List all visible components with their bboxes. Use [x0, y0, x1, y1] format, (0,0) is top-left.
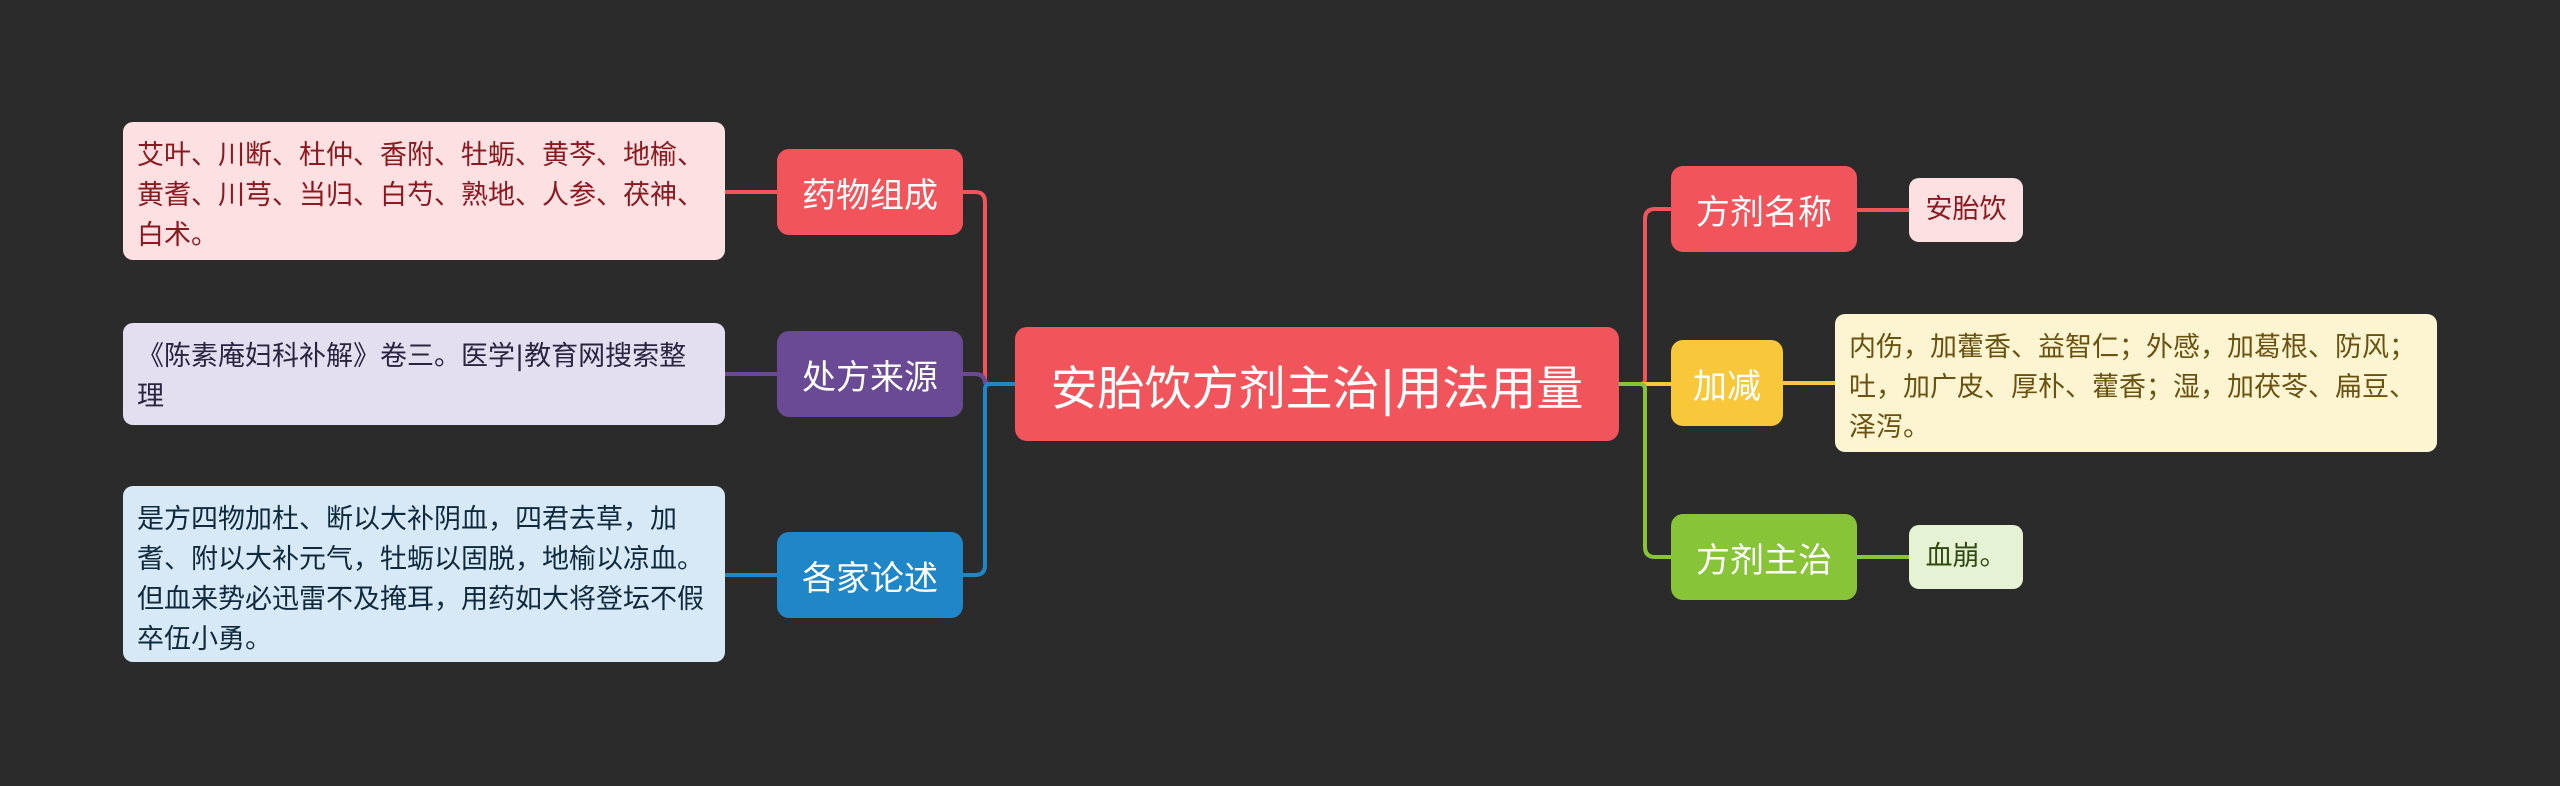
connector-root-yaowu	[963, 190, 1015, 386]
branch-modifications[interactable]: 加减	[1671, 340, 1783, 426]
branch-prescription-source[interactable]: 处方来源	[777, 331, 963, 417]
connector-root-mingcheng	[1619, 207, 1671, 386]
leaf-prescription-name[interactable]: 安胎饮	[1909, 178, 2023, 242]
branch-prescription-name[interactable]: 方剂名称	[1671, 166, 1857, 252]
branch-commentaries[interactable]: 各家论述	[777, 532, 963, 618]
leaf-prescription-source[interactable]: 《陈素庵妇科补解》卷三。医学|教育网搜索整理	[123, 323, 725, 425]
leaf-modifications[interactable]: 内伤，加藿香、益智仁；外感，加葛根、防风；吐，加广皮、厚朴、藿香；湿，加茯苓、扁…	[1835, 314, 2437, 452]
connector-root-zhuzhi	[1619, 382, 1671, 559]
branch-drug-composition[interactable]: 药物组成	[777, 149, 963, 235]
leaf-commentaries[interactable]: 是方四物加杜、断以大补阴血，四君去草，加耆、附以大补元气，牡蛎以固脱，地榆以凉血…	[123, 486, 725, 662]
connector-root-gejia	[963, 382, 1015, 577]
root-topic[interactable]: 安胎饮方剂主治|用法用量	[1015, 327, 1619, 441]
branch-indications[interactable]: 方剂主治	[1671, 514, 1857, 600]
leaf-indications[interactable]: 血崩。	[1909, 525, 2023, 589]
leaf-drug-composition[interactable]: 艾叶、川断、杜仲、香附、牡蛎、黄芩、地榆、黄耆、川芎、当归、白芍、熟地、人参、茯…	[123, 122, 725, 260]
